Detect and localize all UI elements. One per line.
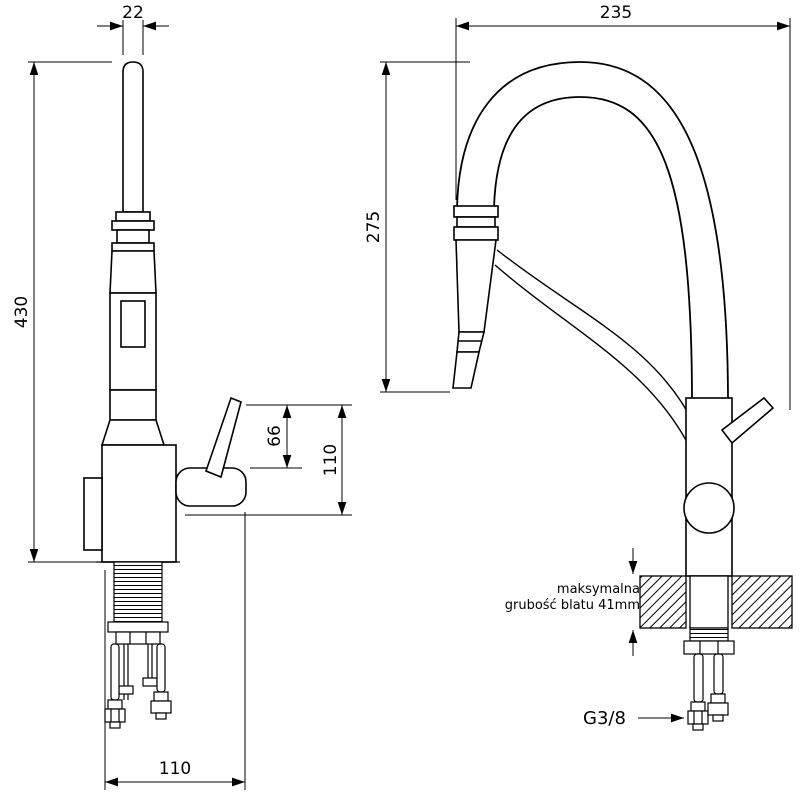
supply-hose xyxy=(110,643,120,701)
hose-connector-tip xyxy=(692,723,704,731)
dim-body: 110 xyxy=(185,405,352,516)
right-mounting-nut xyxy=(683,640,735,655)
spray-head-body xyxy=(455,239,497,333)
hose-connector-hex xyxy=(104,708,126,723)
spout-arc-outer xyxy=(456,61,729,403)
hose-connector-tip xyxy=(155,712,167,720)
spout-arc-inner xyxy=(493,96,693,403)
left-body-window xyxy=(120,300,146,348)
dim-handle: 66 xyxy=(246,404,352,469)
pullout-hose-line xyxy=(494,264,688,443)
counter-slab-left xyxy=(639,575,687,629)
left-upper-taper xyxy=(109,250,157,294)
dim-base-label: 110 xyxy=(159,759,191,779)
dim-height: 275 xyxy=(364,61,470,393)
left-mounting-hardware xyxy=(96,561,180,729)
left-threaded-shank xyxy=(113,561,163,623)
countertop xyxy=(639,575,793,629)
hose-connector-hex xyxy=(687,710,709,725)
spray-head xyxy=(452,205,499,389)
hose-connector-hex xyxy=(150,700,172,714)
hose-connector-hex xyxy=(707,702,729,716)
counter-slab-right xyxy=(731,575,793,629)
spray-head-collar xyxy=(456,216,496,228)
right-view: 235 275 maksymalna grubość blatu 41mm G3… xyxy=(364,3,793,731)
spray-head-collar xyxy=(453,226,499,241)
dim-spout-width: 22 xyxy=(97,3,169,55)
hose-connector xyxy=(690,701,706,712)
left-flare xyxy=(100,419,166,446)
pullout-hose xyxy=(494,249,695,443)
dim-reach: 235 xyxy=(455,3,791,410)
hose-connector-tip xyxy=(109,721,121,729)
left-view: 22 430 66 110 110 xyxy=(12,3,352,790)
spray-head-collar xyxy=(453,205,499,218)
left-main-body xyxy=(101,444,177,563)
left-side-block xyxy=(83,477,103,551)
stud-nut xyxy=(142,677,158,687)
right-handle-lever xyxy=(720,396,775,445)
stud-nut xyxy=(118,685,134,695)
dim-reach-label: 235 xyxy=(600,3,632,23)
right-ball-joint xyxy=(683,482,735,534)
counter-note-line1: maksymalna xyxy=(557,582,640,597)
left-spout-tube xyxy=(122,61,144,213)
spray-head-ring xyxy=(456,331,486,353)
hose-connector xyxy=(710,693,726,704)
right-spout-arc xyxy=(456,61,729,403)
right-threaded-shank xyxy=(689,627,729,642)
dim-body-label: 110 xyxy=(321,444,341,476)
shank-through-counter xyxy=(689,575,729,629)
dim-base: 110 xyxy=(104,512,246,790)
hose-connector xyxy=(107,699,123,710)
pullout-hose-line xyxy=(496,249,695,425)
supply-hose xyxy=(156,643,166,693)
supply-hose xyxy=(713,653,724,695)
right-mounting-hardware xyxy=(683,627,735,731)
left-spout-collar xyxy=(111,242,155,252)
left-mounting-nut xyxy=(115,631,161,645)
left-washer-plate xyxy=(107,621,169,633)
dim-height-label: 275 xyxy=(364,211,384,243)
left-lower-neck xyxy=(109,389,157,421)
counter-note-line2: grubość blatu 41mm xyxy=(505,598,640,613)
dim-total-height-label: 430 xyxy=(12,296,32,328)
right-body xyxy=(683,396,775,577)
left-spout-collar xyxy=(111,220,155,231)
hose-connector xyxy=(153,691,169,702)
dim-handle-label: 66 xyxy=(265,425,285,447)
left-handle-lever xyxy=(204,396,242,479)
left-spout-collar xyxy=(115,211,151,222)
thread-size-label: G3/8 xyxy=(583,708,626,729)
dim-total-height: 430 xyxy=(12,61,112,563)
dim-spout-width-label: 22 xyxy=(122,3,144,23)
supply-hose xyxy=(693,653,704,703)
hose-connector-tip xyxy=(712,714,724,722)
spray-head-nozzle xyxy=(452,351,480,389)
left-faucet-outline xyxy=(83,61,247,563)
left-spout-collar xyxy=(116,229,150,244)
